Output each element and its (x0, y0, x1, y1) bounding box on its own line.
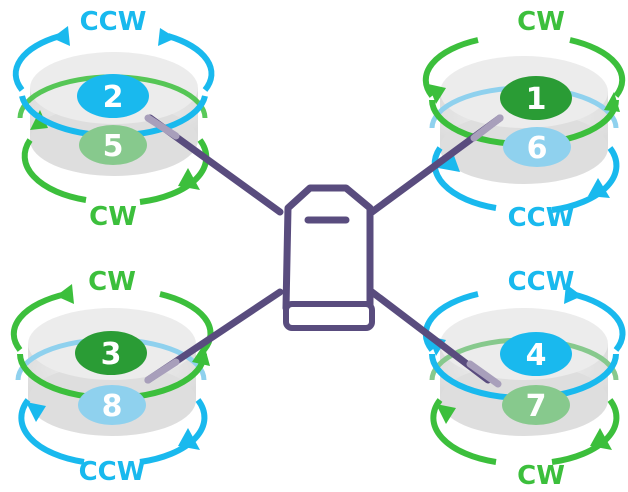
rotation-label-top: CW (88, 267, 136, 297)
rotation-label-top: CW (517, 7, 565, 37)
motor-number-5: 5 (103, 129, 124, 164)
rotor-rear-left: 8 3 CW CCW (10, 267, 214, 487)
motor-number-7: 7 (526, 389, 547, 424)
motor-badge-pale (79, 125, 147, 165)
motor-badge-pale (78, 385, 146, 425)
motor-number-3: 3 (101, 337, 122, 372)
rotor-front-right: 6 1 CW CCW (422, 7, 626, 233)
motor-badge (77, 74, 149, 118)
rotation-label-bottom: CW (89, 202, 137, 232)
drone-body (282, 184, 375, 331)
rotation-label-top: CCW (508, 267, 575, 297)
rotation-label-bottom: CCW (79, 457, 146, 487)
motor-number-6: 6 (527, 131, 548, 166)
arm-stubs (144, 114, 504, 388)
rotor-rear-right: 7 4 CCW CW (422, 267, 626, 491)
motor-number-4: 4 (526, 338, 547, 373)
rotation-label-bottom: CCW (508, 203, 575, 233)
motor-badge-pale (503, 127, 571, 167)
rotation-label-top: CCW (80, 7, 147, 37)
motor-badge (75, 331, 147, 375)
motor-number-1: 1 (526, 82, 547, 117)
motor-badge-pale (502, 385, 570, 425)
motor-badge (500, 76, 572, 120)
motor-badge (500, 332, 572, 376)
motor-number-2: 2 (103, 80, 124, 115)
rotor-front-left: 5 2 CCW CW (12, 7, 215, 232)
motor-number-8: 8 (102, 389, 123, 424)
body-bottom-plate (283, 301, 375, 331)
rotation-label-bottom: CW (517, 461, 565, 488)
